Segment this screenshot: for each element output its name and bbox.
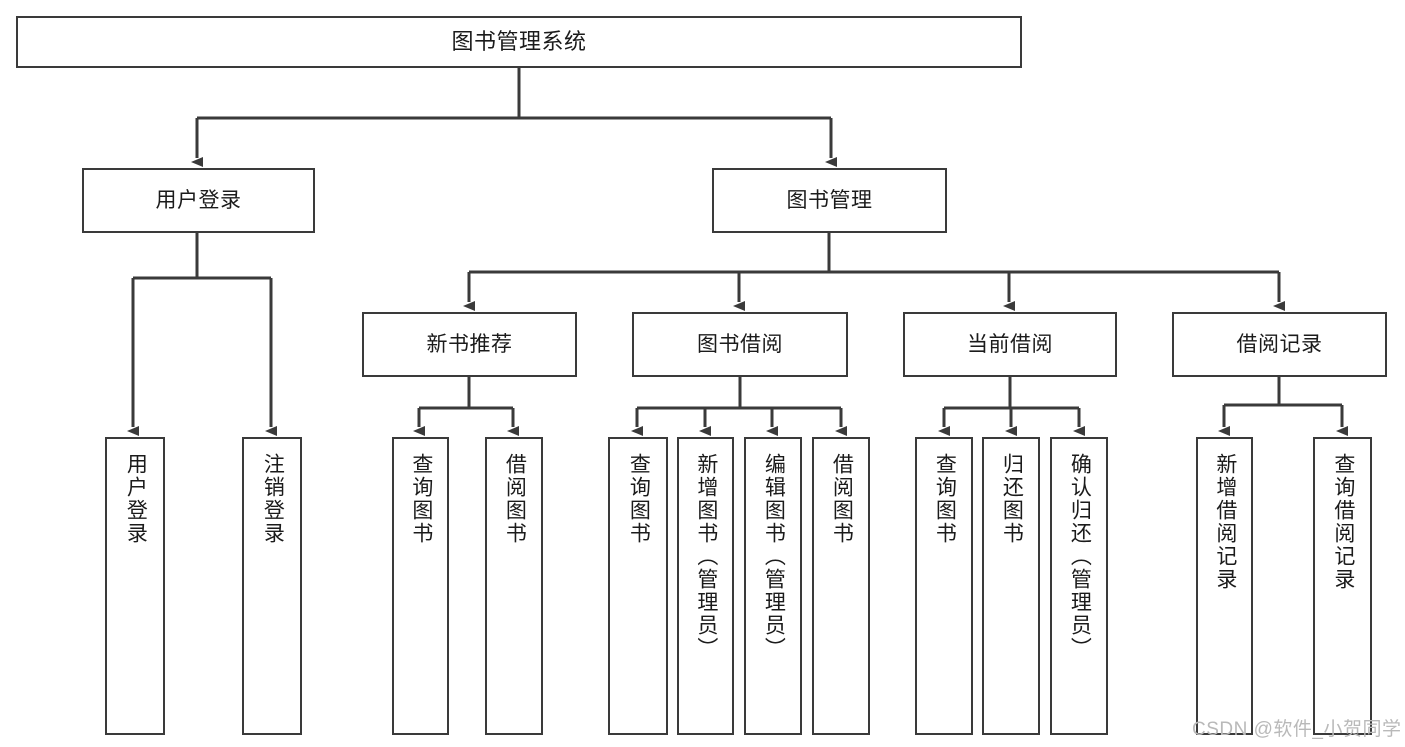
node-borrow-record[interactable]: 借阅记录 [1172, 312, 1387, 377]
node-label: 确认归还（管理员） [1068, 453, 1092, 660]
node-user-login[interactable]: 用户登录 [82, 168, 315, 233]
node-label: 编辑图书（管理员） [762, 453, 786, 660]
node-label: 新增借阅记录 [1213, 453, 1237, 591]
node-book-borrow[interactable]: 图书借阅 [632, 312, 848, 377]
node-label: 查询借阅记录 [1331, 453, 1355, 591]
node-label: 查询图书 [933, 453, 957, 545]
leaf-borrow-borrow-books[interactable]: 借阅图书 [812, 437, 870, 735]
node-label: 查询图书 [627, 453, 651, 545]
leaf-user-login[interactable]: 用户登录 [105, 437, 165, 735]
node-label: 图书管理 [786, 188, 873, 212]
node-label: 借阅图书 [830, 453, 854, 545]
leaf-record-query-record[interactable]: 查询借阅记录 [1313, 437, 1372, 735]
leaf-borrow-edit-book-admin[interactable]: 编辑图书（管理员） [744, 437, 802, 735]
csdn-watermark: CSDN @软件_小贺同学 [1192, 719, 1402, 740]
node-label: 图书借阅 [697, 332, 783, 356]
node-label: 归还图书 [1000, 453, 1024, 545]
node-label: 借阅图书 [503, 453, 527, 545]
node-current-borrow[interactable]: 当前借阅 [903, 312, 1117, 377]
node-new-book-recommend[interactable]: 新书推荐 [362, 312, 577, 377]
node-root-system[interactable]: 图书管理系统 [16, 16, 1022, 68]
node-label: 新书推荐 [426, 332, 513, 356]
node-label: 当前借阅 [967, 332, 1053, 356]
node-label: 注销登录 [261, 453, 285, 545]
leaf-current-confirm-return-admin[interactable]: 确认归还（管理员） [1050, 437, 1108, 735]
leaf-record-add-record[interactable]: 新增借阅记录 [1196, 437, 1253, 735]
node-book-management[interactable]: 图书管理 [712, 168, 947, 233]
node-label: 借阅记录 [1236, 332, 1323, 356]
leaf-current-return-books[interactable]: 归还图书 [982, 437, 1040, 735]
leaf-newbook-borrow-books[interactable]: 借阅图书 [485, 437, 543, 735]
node-label: 查询图书 [409, 453, 433, 545]
leaf-newbook-query-books[interactable]: 查询图书 [392, 437, 449, 735]
node-label: 新增图书（管理员） [694, 453, 718, 660]
leaf-borrow-add-book-admin[interactable]: 新增图书（管理员） [677, 437, 734, 735]
leaf-borrow-query-books[interactable]: 查询图书 [608, 437, 668, 735]
node-label: 图书管理系统 [451, 28, 587, 54]
leaf-user-logout[interactable]: 注销登录 [242, 437, 302, 735]
node-label: 用户登录 [155, 188, 242, 212]
leaf-current-query-books[interactable]: 查询图书 [915, 437, 973, 735]
node-label: 用户登录 [124, 453, 148, 545]
